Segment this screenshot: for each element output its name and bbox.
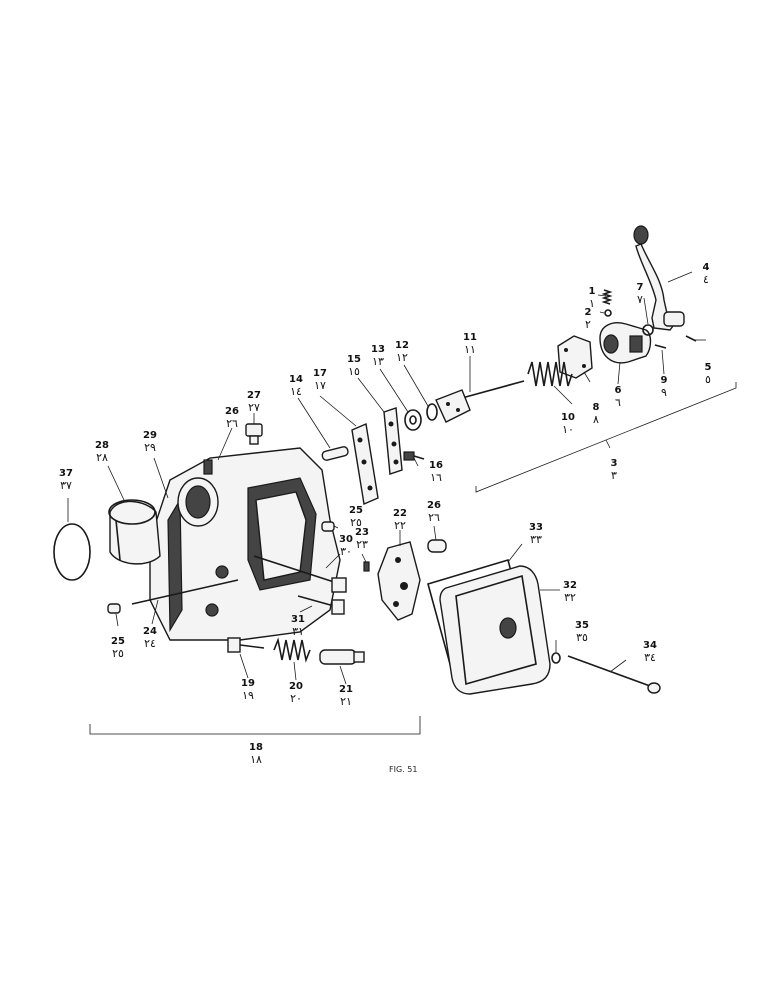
part-10-spring bbox=[527, 361, 573, 387]
part-25-plug-right bbox=[321, 521, 335, 532]
part-2-ball bbox=[604, 309, 612, 317]
part-29-sleeve bbox=[108, 499, 161, 565]
part-36-washer bbox=[551, 652, 561, 664]
part-35-screw bbox=[567, 655, 661, 694]
part-21-plunger bbox=[319, 649, 365, 665]
figure-caption: FIG. 51 bbox=[389, 765, 418, 774]
part-12-clip bbox=[426, 403, 438, 421]
part-24-rod bbox=[131, 579, 239, 605]
part-31-long-bolt bbox=[253, 555, 347, 593]
part-7-ring bbox=[642, 324, 654, 336]
part-8-flange bbox=[557, 335, 593, 379]
part-25-plug-left bbox=[107, 603, 121, 614]
part-26-roller bbox=[427, 539, 447, 553]
part-16-bolt bbox=[403, 451, 425, 461]
part-9-pin bbox=[654, 344, 667, 349]
part-17-link bbox=[351, 423, 379, 505]
part-23-pin bbox=[363, 561, 370, 572]
part-28-plug bbox=[245, 423, 263, 445]
part-13-washer bbox=[404, 409, 422, 431]
part-11-shaft bbox=[435, 380, 525, 423]
part-4-lever-handle bbox=[633, 225, 685, 331]
bracket-3 bbox=[475, 382, 737, 493]
part-15-link-plate bbox=[383, 407, 403, 475]
part-1-spring bbox=[601, 289, 613, 305]
part-19-bolt bbox=[227, 637, 265, 653]
bracket-18 bbox=[89, 716, 421, 735]
part-30-main-housing bbox=[149, 447, 341, 641]
leader-lines bbox=[67, 271, 706, 685]
part-33-cover bbox=[439, 565, 551, 695]
part-22-governor-plate bbox=[377, 541, 421, 621]
part-37-snap-ring bbox=[53, 523, 91, 581]
part-14-pin bbox=[321, 446, 349, 461]
part-20-spring bbox=[273, 637, 311, 663]
part-32-bolt bbox=[297, 595, 345, 615]
part-6-housing bbox=[599, 322, 652, 364]
